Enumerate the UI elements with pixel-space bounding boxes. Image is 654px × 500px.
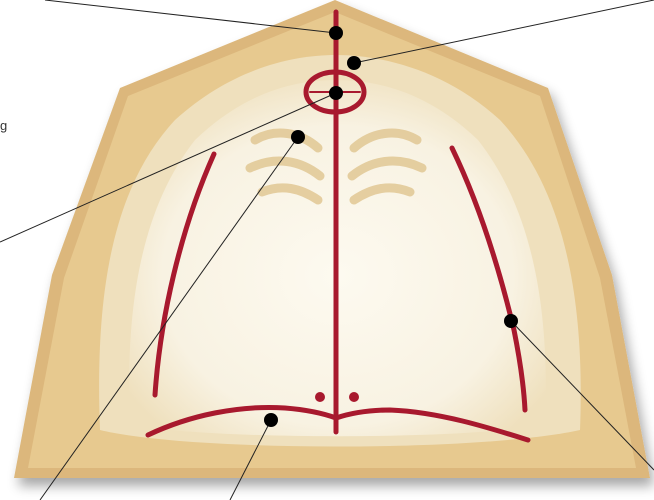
point-right-vestibule bbox=[504, 314, 518, 328]
red-markings bbox=[145, 9, 531, 443]
point-rugae bbox=[291, 130, 305, 144]
point-papilla-edge bbox=[347, 56, 361, 70]
posterior-palatal-line bbox=[145, 405, 531, 443]
fovea-dot-left bbox=[315, 392, 325, 402]
palatal-rugae bbox=[245, 128, 427, 205]
point-papilla-center bbox=[329, 86, 343, 100]
point-midline-top bbox=[329, 26, 343, 40]
left-vestibule-line bbox=[152, 151, 217, 398]
right-vestibule-line bbox=[449, 145, 528, 413]
fovea-dot-right bbox=[349, 392, 359, 402]
point-posterior-line bbox=[264, 413, 278, 427]
cropped-label-fragment: g bbox=[0, 118, 8, 133]
incisive-papilla-circle bbox=[303, 69, 367, 115]
annotation-points bbox=[264, 26, 518, 427]
